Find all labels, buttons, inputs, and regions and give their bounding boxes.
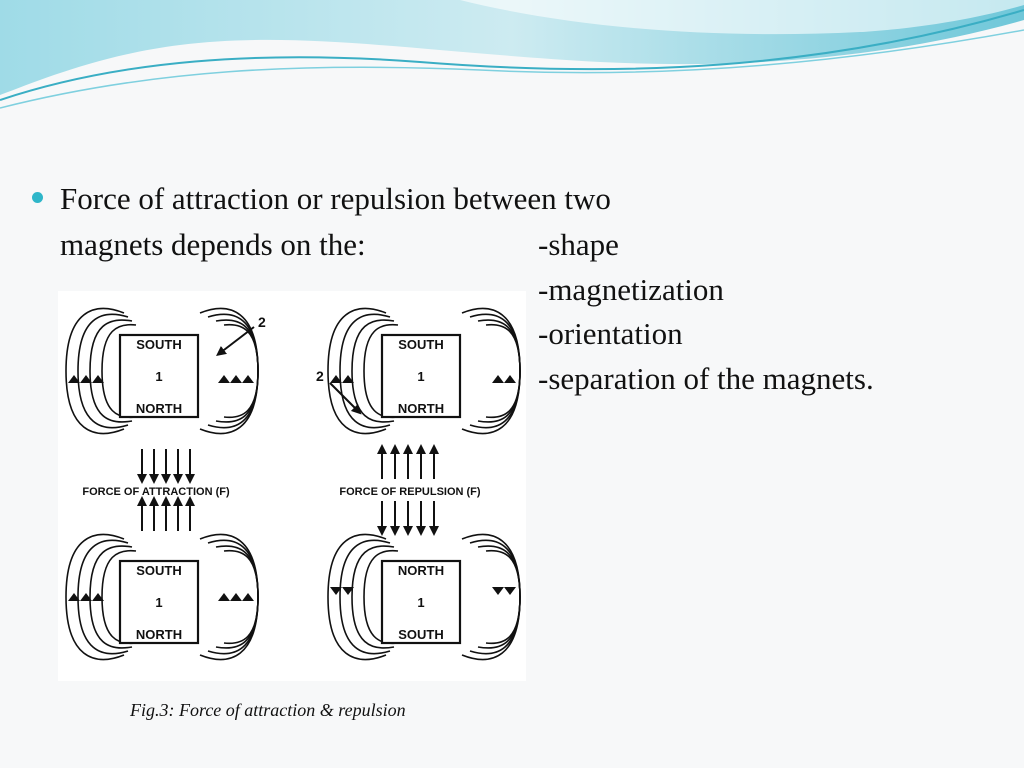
- repulsion-bottom-north-label: NORTH: [398, 563, 444, 578]
- figure-caption: Fig.3: Force of attraction & repulsion: [130, 700, 406, 720]
- repulsion-top-south-label: SOUTH: [398, 337, 444, 352]
- bullet-text-line-2: magnets depends on the:: [60, 227, 366, 262]
- bullet-dot: [32, 192, 43, 203]
- repulsion-force-arrows: [377, 444, 439, 536]
- attraction-top-south-label: SOUTH: [136, 337, 182, 352]
- factor-separation: -separation of the magnets.: [538, 361, 874, 396]
- attraction-bottom-magnet: [65, 533, 259, 661]
- repulsion-top-magnet: [327, 307, 521, 435]
- header-wave-decoration: [0, 0, 1024, 109]
- attraction-force-arrows: [137, 449, 195, 531]
- factor-shape: -shape: [538, 227, 619, 262]
- factor-orientation: -orientation: [538, 316, 683, 351]
- repulsion-callout-label: 2: [316, 368, 324, 384]
- attraction-bottom-number-label: 1: [155, 595, 162, 610]
- attraction-top-north-label: NORTH: [136, 401, 182, 416]
- repulsion-top-north-label: NORTH: [398, 401, 444, 416]
- attraction-bottom-north-label: NORTH: [136, 627, 182, 642]
- attraction-callout-label: 2: [258, 314, 266, 330]
- attraction-top-number-label: 1: [155, 369, 162, 384]
- repulsion-force-label: FORCE OF REPULSION (F): [339, 486, 481, 498]
- repulsion-bottom-south-label: SOUTH: [398, 627, 444, 642]
- repulsion-bottom-number-label: 1: [417, 595, 424, 610]
- repulsion-callout-arrow: [329, 382, 362, 415]
- attraction-bottom-south-label: SOUTH: [136, 563, 182, 578]
- attraction-force-label: FORCE OF ATTRACTION (F): [82, 486, 230, 498]
- attraction-top-magnet: [65, 307, 259, 435]
- bullet-text-line-1: Force of attraction or repulsion between…: [60, 181, 611, 216]
- magnet-force-figure: SOUTH 1 NORTH 2 FORCE OF ATTRACTION (F): [58, 291, 526, 681]
- factor-magnetization: -magnetization: [538, 272, 724, 307]
- repulsion-bottom-magnet: [327, 533, 521, 661]
- repulsion-top-number-label: 1: [417, 369, 424, 384]
- attraction-callout-arrow: [216, 326, 255, 357]
